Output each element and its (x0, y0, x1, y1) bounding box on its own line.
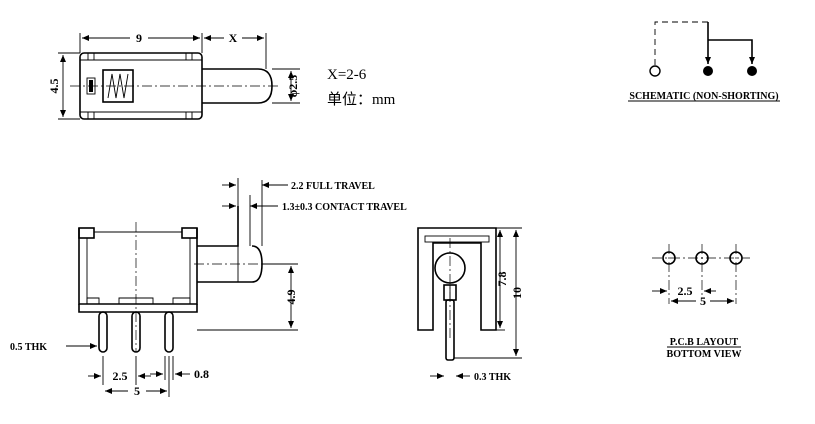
pin-middle (131, 311, 141, 353)
dim-shaft-diameter: φ2.5 (286, 75, 300, 98)
housing-end (417, 227, 497, 331)
pcb-layout: 2.5 5 P.C.B LAYOUT BOTTOM VIEW (652, 244, 750, 360)
dim-height: 4.5 (47, 79, 61, 94)
pcb-dim-pitch: 2.5 (678, 284, 693, 298)
pcb-caption-line2: BOTTOM VIEW (667, 349, 742, 360)
thickness-label: 0.5 THK (10, 342, 47, 353)
pin-left (98, 311, 108, 353)
pin-right (164, 311, 174, 353)
top-view: 9 X 4.5 φ2.5 X=2-6 单位：mm (47, 31, 396, 120)
spring-icon (107, 73, 129, 99)
dim-span: 5 (134, 384, 140, 398)
dim-inner-height: 7.8 (495, 272, 509, 287)
pin-end (445, 299, 455, 361)
dim-outer-height: 10 (510, 287, 524, 299)
actuator-shaft-side (197, 206, 263, 283)
pcb-caption-line1: P.C.B LAYOUT (670, 337, 739, 348)
contact-common-icon (703, 66, 713, 76)
schematic: SCHEMATIC (NON-SHORTING) (628, 21, 780, 102)
end-thickness-label: 0.3 THK (474, 372, 511, 383)
dim-length: 9 (136, 31, 142, 45)
housing-side (78, 228, 198, 305)
dim-shaft-height: 4.9 (284, 290, 298, 305)
full-travel-label: 2.2 FULL TRAVEL (291, 181, 375, 192)
dim-pin-width: 0.8 (194, 367, 209, 381)
pcb-dim-span: 5 (700, 294, 706, 308)
note-unit: 单位：mm (327, 91, 396, 108)
note-x-range: X=2-6 (327, 67, 367, 83)
contact-closed-icon (747, 66, 757, 76)
schematic-caption: SCHEMATIC (NON-SHORTING) (629, 91, 778, 102)
spring-housing (102, 69, 134, 103)
side-view: 2.2 FULL TRAVEL 1.3±0.3 CONTACT TRAVEL 4… (10, 178, 407, 398)
dim-travel: X (229, 31, 238, 45)
contact-travel-label: 1.3±0.3 CONTACT TRAVEL (282, 202, 407, 213)
dim-pitch: 2.5 (113, 369, 128, 383)
contact-open-icon (649, 65, 661, 77)
end-view: 7.8 10 0.3 THK (417, 227, 524, 383)
